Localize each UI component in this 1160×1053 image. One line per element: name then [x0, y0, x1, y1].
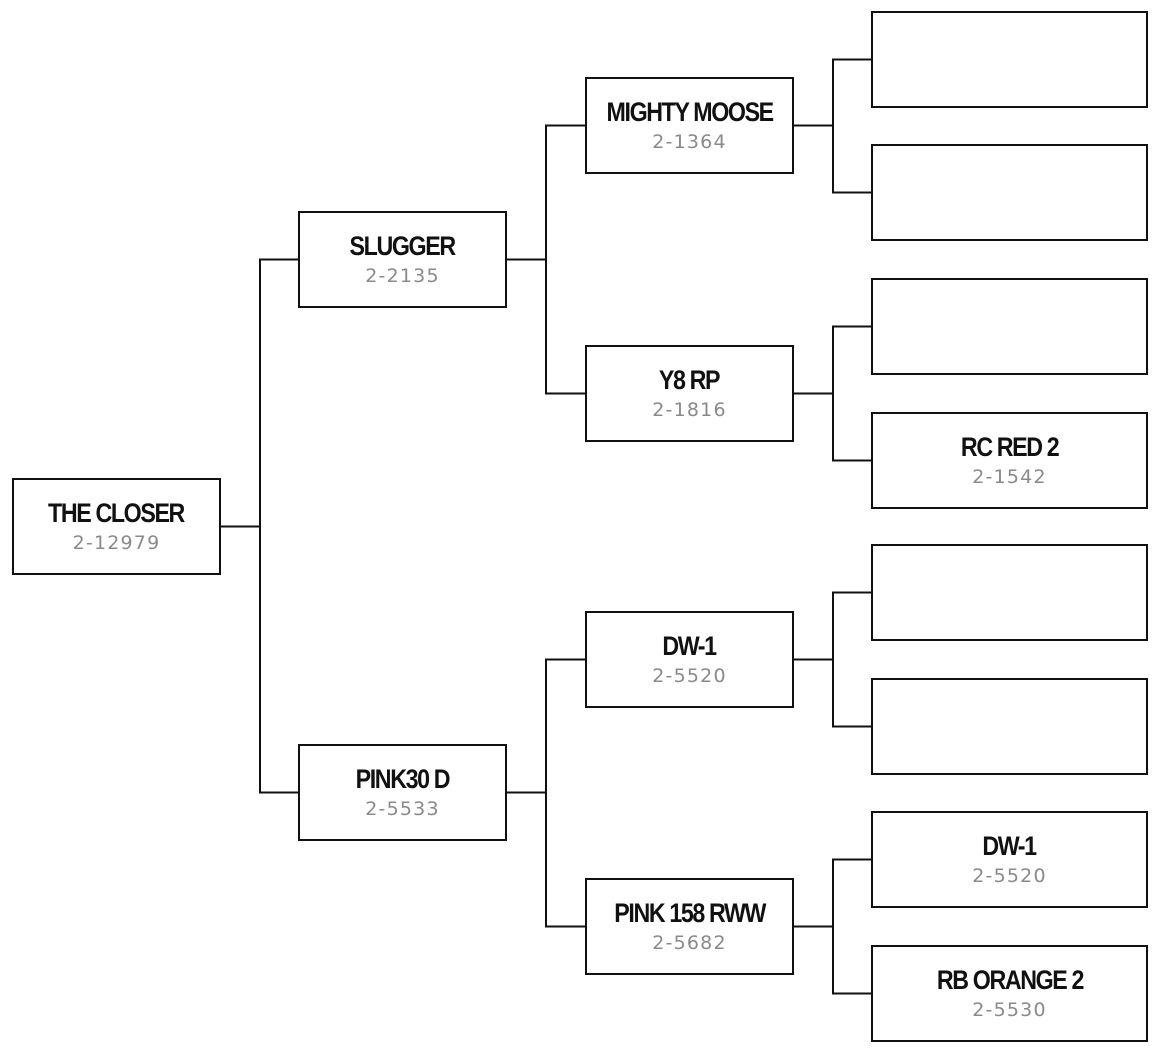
connector-n5-n10 [794, 325, 871, 395]
connector-n3-n6 [507, 658, 585, 794]
node-mighty-moose: MIGHTY MOOSE 2-1364 [585, 77, 794, 174]
node-empty [871, 678, 1148, 775]
connector-n7-n15 [794, 925, 871, 995]
node-code: 2-5682 [652, 932, 727, 954]
node-empty [871, 11, 1148, 108]
node-rb-orange-2: RB ORANGE 2 2-5530 [871, 945, 1148, 1042]
node-code: 2-5520 [972, 865, 1047, 887]
node-name: SLUGGER [349, 231, 457, 261]
node-pink-158-rww: PINK 158 RWW 2-5682 [585, 878, 794, 975]
connector-n6-n12 [794, 591, 871, 661]
connector-n1-n2 [221, 258, 298, 528]
node-rc-red-2: RC RED 2 2-1542 [871, 412, 1148, 509]
connector-n7-n14 [794, 858, 871, 928]
connector-n4-n9 [794, 124, 871, 194]
connector-n2-n5 [507, 258, 585, 395]
node-name: DW-1 [982, 831, 1038, 861]
node-empty [871, 544, 1148, 641]
node-code: 2-1816 [652, 399, 727, 421]
node-name: THE CLOSER [48, 498, 186, 528]
node-name: PINK30 D [355, 764, 451, 794]
node-dw-1: DW-1 2-5520 [871, 811, 1148, 908]
connector-n1-n3 [221, 525, 298, 794]
node-y8-rp: Y8 RP 2-1816 [585, 345, 794, 442]
node-slugger: SLUGGER 2-2135 [298, 211, 507, 308]
connector-n5-n11 [794, 392, 871, 462]
node-empty [871, 144, 1148, 241]
node-name: Y8 RP [659, 365, 721, 395]
connector-n3-n7 [507, 791, 585, 928]
node-code: 2-5520 [652, 665, 727, 687]
node-dw-1: DW-1 2-5520 [585, 611, 794, 708]
node-the-closer: THE CLOSER 2-12979 [12, 478, 221, 575]
node-code: 2-5533 [365, 798, 440, 820]
node-name: DW-1 [662, 631, 718, 661]
node-code: 2-1364 [652, 131, 727, 153]
node-name: RC RED 2 [960, 432, 1060, 462]
node-name: PINK 158 RWW [614, 898, 766, 928]
connector-n6-n13 [794, 658, 871, 728]
node-code: 2-5530 [972, 999, 1047, 1021]
node-pink30-d: PINK30 D 2-5533 [298, 744, 507, 841]
connector-n4-n8 [794, 58, 871, 127]
node-name: MIGHTY MOOSE [606, 97, 774, 127]
node-code: 2-1542 [972, 466, 1047, 488]
connector-n2-n4 [507, 124, 585, 261]
node-code: 2-12979 [72, 532, 161, 554]
node-empty [871, 278, 1148, 375]
node-name: RB ORANGE 2 [936, 965, 1084, 995]
node-code: 2-2135 [365, 265, 440, 287]
